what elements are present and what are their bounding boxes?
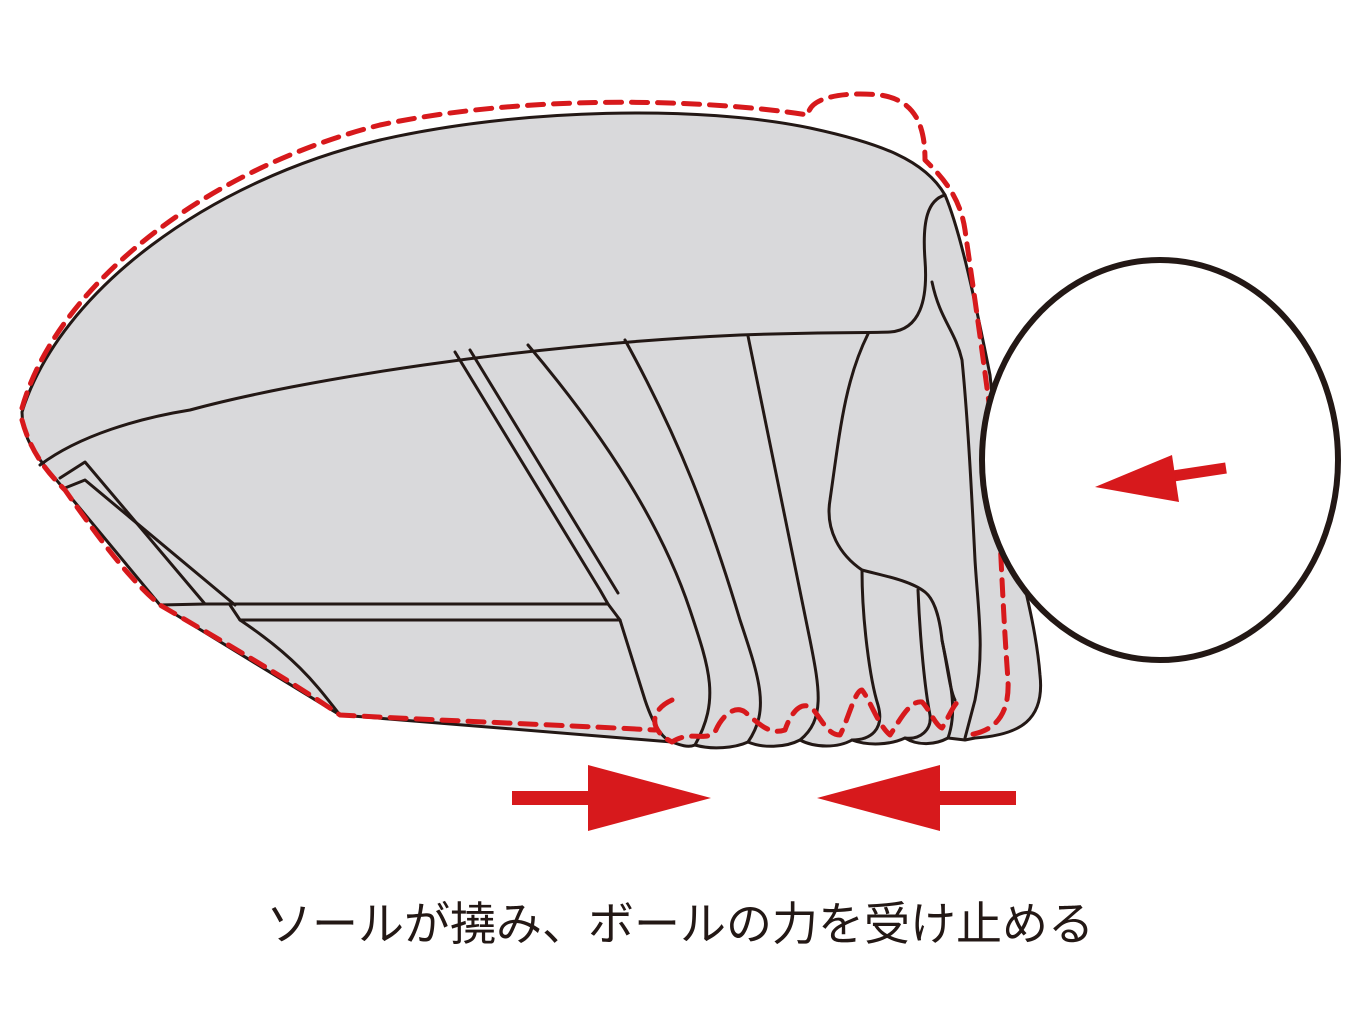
arrow-right-icon: [512, 791, 596, 805]
club-head-body: [22, 113, 1041, 748]
compression-arrow-right: [512, 765, 711, 831]
arrow-right-icon-head: [588, 765, 711, 831]
arrow-left-icon: [930, 791, 1016, 805]
caption-text: ソールが撓み、ボールの力を受け止める: [0, 888, 1360, 954]
club-head: [22, 113, 1041, 748]
arrow-left-icon-head: [817, 765, 940, 831]
compression-arrow-left: [817, 765, 1016, 831]
